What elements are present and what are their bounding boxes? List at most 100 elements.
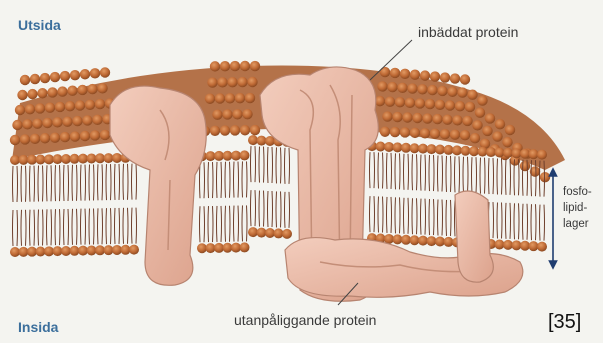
phospholipid-tail (404, 154, 409, 234)
phospholipid-head (80, 131, 90, 141)
phospholipid-head (450, 73, 460, 83)
protein-right (455, 191, 493, 282)
phospholipid-head (214, 243, 224, 253)
phospholipid-head (410, 69, 420, 79)
phospholipid-head (100, 130, 110, 140)
phospholipid-head (112, 245, 122, 255)
phospholipid-tail (217, 162, 222, 242)
phospholipid-head (482, 126, 492, 136)
phospholipid-head (70, 131, 80, 141)
phospholipid-head (393, 142, 403, 152)
phospholipid-head (57, 86, 67, 96)
phospholipid-head (129, 245, 139, 255)
phospholipid-head (250, 61, 260, 71)
embedded-protein-label: inbäddat protein (418, 24, 518, 40)
phospholipid-head (240, 242, 250, 252)
phospholipid-head (19, 247, 29, 257)
phospholipid-head (520, 149, 530, 159)
phospholipid-head (25, 104, 35, 114)
phospholipid-tail (64, 165, 69, 245)
phospholipid-head (442, 114, 452, 124)
phospholipid-tail (30, 166, 35, 246)
phospholipid-head (427, 144, 437, 154)
phospholipid-head (400, 127, 410, 137)
phospholipid-tail (387, 153, 392, 233)
citation: [35] (548, 311, 581, 334)
phospholipid-head (220, 61, 230, 71)
phospholipid-head (410, 128, 420, 138)
phospholipid-tail (285, 148, 290, 228)
phospholipid-head (495, 119, 505, 129)
phospholipid-tail (123, 164, 128, 244)
phospholipid-head (70, 154, 80, 164)
phospholipid-head (27, 247, 37, 257)
phospholipid-head (32, 118, 42, 128)
phospholipid-head (395, 97, 405, 107)
phospholipid-head (100, 67, 110, 77)
phospholipid-head (505, 125, 515, 135)
phospholipid-head (10, 135, 20, 145)
phospholipid-head (197, 243, 207, 253)
phospholipid-head (282, 229, 292, 239)
phospholipid-tail (251, 146, 256, 226)
bilayer-label-line3: lager (563, 216, 592, 232)
phospholipid-head (27, 89, 37, 99)
phospholipid-tail (132, 164, 137, 244)
phospholipid-head (472, 120, 482, 130)
phospholipid-head (495, 147, 505, 157)
phospholipid-head (53, 246, 63, 256)
phospholipid-head (462, 116, 472, 126)
phospholipid-head (72, 116, 82, 126)
phospholipid-head (210, 61, 220, 71)
phospholipid-head (20, 75, 30, 85)
phospholipid-head (417, 84, 427, 94)
phospholipid-head (418, 236, 428, 246)
phospholipid-head (402, 112, 412, 122)
phospholipid-tail (200, 162, 205, 242)
phospholipid-head (469, 146, 479, 156)
phospholipid-tail (412, 154, 417, 234)
phospholipid-head (52, 117, 62, 127)
phospholipid-head (520, 241, 530, 251)
phospholipid-head (502, 137, 512, 147)
phospholipid-head (35, 103, 45, 113)
phospholipid-head (485, 113, 495, 123)
phospholipid-head (230, 125, 240, 135)
phospholipid-head (390, 127, 400, 137)
phospholipid-head (61, 246, 71, 256)
phospholipid-head (432, 114, 442, 124)
phospholipid-head (78, 154, 88, 164)
phospholipid-head (393, 234, 403, 244)
phospholipid-tail (13, 166, 18, 246)
phospholipid-head (50, 72, 60, 82)
phospholipid-head (104, 245, 114, 255)
phospholipid-head (95, 245, 105, 255)
phospholipid-head (70, 70, 80, 80)
phospholipid-head (420, 128, 430, 138)
phospholipid-tail (378, 153, 383, 233)
phospholipid-head (225, 93, 235, 103)
phospholipid-head (82, 115, 92, 125)
phospholipid-head (427, 236, 437, 246)
phospholipid-head (36, 154, 46, 164)
phospholipid-head (70, 246, 80, 256)
phospholipid-head (540, 172, 550, 182)
phospholipid-head (210, 126, 220, 136)
phospholipid-tail (268, 147, 273, 227)
phospholipid-head (503, 240, 513, 250)
phospholipid-head (62, 116, 72, 126)
protein-left (110, 86, 206, 285)
phospholipid-tail (21, 166, 26, 246)
phospholipid-head (467, 90, 477, 100)
phospholipid-head (495, 239, 505, 249)
phospholipid-tail (514, 159, 519, 239)
phospholipid-head (242, 109, 252, 119)
phospholipid-head (240, 61, 250, 71)
phospholipid-head (418, 144, 428, 154)
phospholipid-head (40, 73, 50, 83)
phospholipid-tail (421, 155, 426, 235)
phospholipid-head (435, 145, 445, 155)
phospholipid-head (17, 90, 27, 100)
phospholipid-tail (72, 165, 77, 245)
